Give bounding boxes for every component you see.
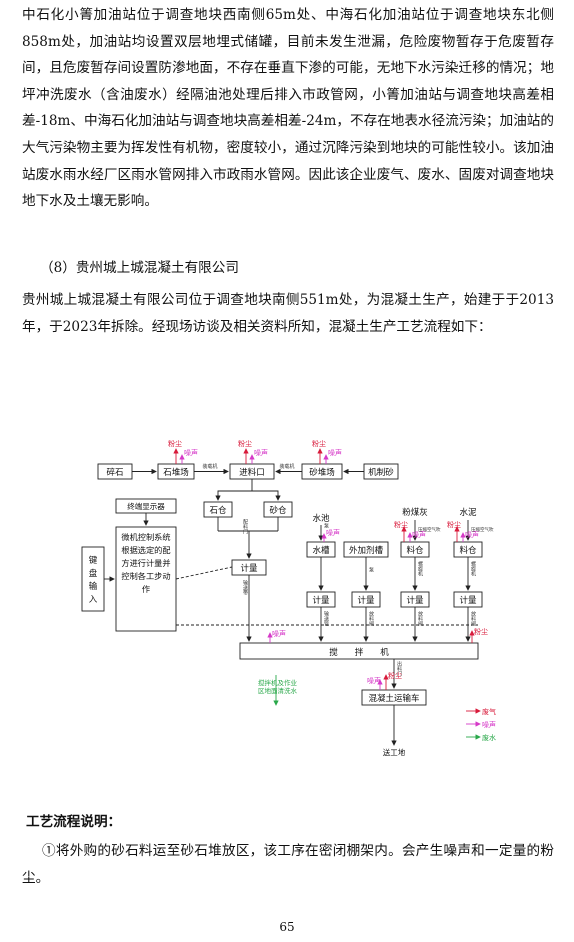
label-flyash-bin: 料仓 (406, 545, 424, 556)
label-additive-tank: 外加剂槽 (349, 545, 384, 556)
edge-pump-2: 泵 (368, 567, 374, 572)
edge-compressed-air-1: 压缩空气吹 (418, 526, 441, 533)
svg-text:输: 输 (89, 581, 98, 592)
label-cement-bin: 料仓 (459, 545, 477, 556)
svg-text:盘: 盘 (89, 568, 98, 579)
process-heading: 工艺流程说明： (26, 814, 122, 830)
label-control-system: 微机控制系统根据选定的配方进行计量并控制各工步动作 (121, 532, 171, 594)
label-terminal-display: 终端显示器 (127, 501, 165, 511)
dust-label-feed-port: 粉尘 (238, 439, 252, 448)
noise-label-feed-port: 噪声 (254, 448, 268, 457)
edge-loader-1: 装载机 (202, 463, 217, 470)
dust-label-mixer: 粉尘 (474, 627, 488, 636)
legend: 废气 噪声 废水 (482, 707, 496, 742)
label-metering-main: 计量 (240, 563, 258, 574)
dust-label-stone-yard: 粉尘 (168, 439, 182, 448)
legend-item-wastewater: 废水 (482, 733, 496, 742)
edge-discharge-additive: 放料阀 (368, 611, 374, 626)
noise-label-flyash-bin: 噪声 (412, 530, 426, 539)
label-mixer: 搅 拌 机 (329, 647, 389, 658)
noise-label-mixer: 噪声 (272, 629, 286, 638)
edge-screw-1: 螺旋机 (417, 561, 423, 576)
noise-label-cement-bin: 噪声 (465, 530, 479, 539)
label-transport-truck: 混凝土运输车 (368, 693, 419, 704)
label-cement: 水泥 (459, 507, 477, 518)
label-gravel: 碎石 (106, 467, 123, 478)
label-fly-ash: 粉煤灰 (402, 507, 428, 518)
svg-text:键: 键 (89, 555, 98, 566)
label-feed-port: 进料口 (239, 467, 265, 478)
edge-conveyor-belt: 输送带 (242, 580, 248, 595)
noise-label-sand-yard: 噪声 (328, 448, 342, 457)
edge-pump-1: 泵 (323, 523, 329, 528)
label-stone-bin: 石仓 (209, 505, 227, 516)
legend-item-exhaust: 废气 (482, 707, 496, 716)
paragraph-concrete-company: 贵州城上城混凝土有限公司位于调查地块南侧551m处，为混凝土生产，始建于于201… (22, 292, 554, 335)
dust-label-truck: 粉尘 (388, 671, 402, 680)
label-machine-sand: 机制砂 (368, 467, 394, 478)
label-stone-yard: 石堆场 (163, 467, 189, 478)
label-water-pool: 水池 (312, 513, 330, 524)
edge-discharge-door: 配料门 (242, 519, 248, 534)
label-sand-bin: 砂仓 (269, 505, 287, 516)
label-meter-additive: 计量 (357, 595, 375, 606)
section-heading: （8）贵州城上城混凝土有限公司 (40, 260, 239, 276)
noise-label-water-tank: 噪声 (326, 528, 340, 537)
process-flow-diagram: 碎石 石堆场 进料口 砂堆场 机制砂 终端显示器 石仓 砂仓 计量 水槽 外加剂… (81, 439, 496, 757)
label-meter-water: 计量 (312, 595, 330, 606)
node-mixer (239, 642, 479, 660)
noise-label-stone-yard: 噪声 (184, 448, 198, 457)
edge-screw-2: 螺旋机 (470, 561, 476, 576)
wastewater-note: 搅拌机及作业区地面清洗水 (258, 679, 297, 695)
label-water-tank: 水槽 (312, 545, 330, 556)
noise-label-truck: 噪声 (367, 676, 381, 685)
label-keyboard-input: 键盘 输入 (89, 555, 98, 605)
label-meter-flyash: 计量 (406, 595, 424, 606)
process-step-1: ①将外购的砂石料运至砂石堆放区，该工序在密闭棚架内。会产生噪声和一定量的粉尘。 (22, 843, 554, 886)
edge-discharge-flyash: 放料阀 (417, 611, 423, 626)
edge-discharge-cement: 放料阀 (470, 611, 476, 626)
label-sand-yard: 砂堆场 (309, 467, 335, 478)
edge-loader-2: 装载机 (279, 463, 294, 470)
legend-item-noise: 噪声 (482, 720, 496, 729)
label-to-site: 送工地 (383, 747, 406, 757)
paragraph-gas-station: 中石化小箐加油站位于调查地块西南侧65m处、中海石化加油站位于调查地块东北侧85… (22, 7, 554, 210)
edge-conveyor-water: 输送管 (323, 611, 329, 626)
svg-text:入: 入 (89, 595, 98, 605)
dust-label-sand-yard: 粉尘 (312, 439, 326, 448)
edge-outlet-door: 出料门 (396, 661, 402, 676)
dust-label-flyash-bin: 粉尘 (394, 520, 408, 529)
dust-label-cement-bin: 粉尘 (447, 520, 461, 529)
label-meter-cement: 计量 (459, 595, 477, 606)
edge-compressed-air-2: 压缩空气吹 (471, 526, 494, 533)
page-number: 65 (279, 920, 295, 934)
